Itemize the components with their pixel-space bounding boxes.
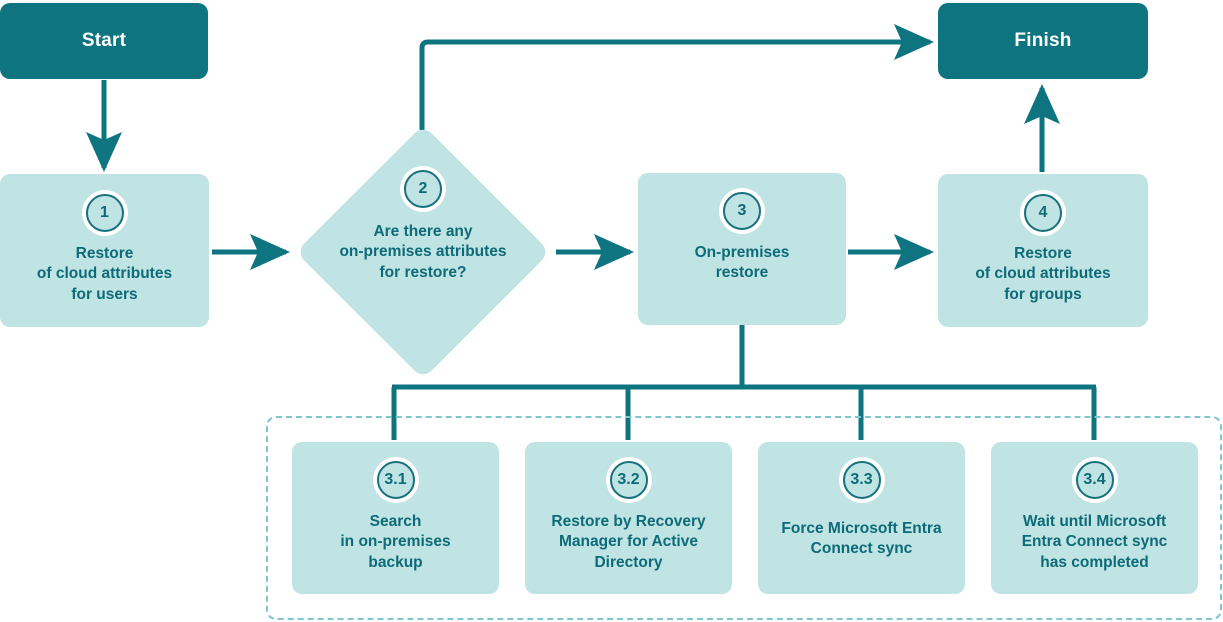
node-substep-3-3-label: Force Microsoft Entra Connect sync [781, 520, 942, 558]
substep-badge-3-1-number: 3.1 [376, 461, 415, 499]
step-badge-4-number: 4 [1024, 194, 1062, 232]
step-badge-3: 3 [719, 188, 765, 234]
substep-badge-3-4: 3.4 [1071, 457, 1118, 503]
decision-content: 2 Are there any on-premises attributes f… [278, 166, 568, 346]
node-decision-2[interactable]: 2 Are there any on-premises attributes f… [295, 124, 551, 380]
step-badge-2-number: 2 [404, 170, 442, 208]
node-substep-3-1[interactable]: 3.1 Search in on-premises backup [292, 442, 499, 594]
node-substep-3-4-label: Wait until Microsoft Entra Connect sync … [1021, 513, 1168, 571]
node-step-3[interactable]: 3 On-premises restore [638, 173, 846, 325]
step-badge-3-number: 3 [723, 192, 761, 230]
substep-badge-3-2-number: 3.2 [609, 461, 648, 499]
node-substep-3-2-label: Restore by Recovery Manager for Active D… [551, 513, 706, 571]
node-step-4[interactable]: 4 Restore of cloud attributes for groups [938, 174, 1148, 327]
node-step-1-label: Restore of cloud attributes for users [36, 245, 173, 303]
step-badge-1-number: 1 [85, 194, 124, 232]
node-step-1[interactable]: 1 Restore of cloud attributes for users [0, 174, 209, 327]
edge-decision-to-finish [419, 24, 935, 130]
node-step-4-label: Restore of cloud attributes for groups [975, 245, 1111, 303]
node-substep-3-1-label: Search in on-premises backup [340, 513, 451, 571]
substep-badge-3-3: 3.3 [838, 457, 885, 503]
node-step-3-label: On-premises restore [694, 244, 790, 282]
substep-badge-3-1: 3.1 [372, 457, 419, 503]
substep-badge-3-2: 3.2 [605, 457, 652, 503]
substep-badge-3-4-number: 3.4 [1075, 461, 1114, 499]
step-badge-2: 2 [400, 166, 446, 212]
node-substep-3-4[interactable]: 3.4 Wait until Microsoft Entra Connect s… [991, 442, 1198, 594]
node-substep-3-3[interactable]: 3.3 Force Microsoft Entra Connect sync [758, 442, 965, 594]
node-substep-3-2[interactable]: 3.2 Restore by Recovery Manager for Acti… [525, 442, 732, 594]
substep-badge-3-3-number: 3.3 [842, 461, 881, 499]
node-finish-label: Finish [1014, 30, 1072, 51]
node-decision-2-label: Are there any on-premises attributes for… [339, 223, 507, 281]
node-finish[interactable]: Finish [938, 3, 1148, 79]
substeps-group-boundary [266, 416, 1222, 620]
node-start-label: Start [81, 30, 127, 51]
step-badge-1: 1 [81, 190, 128, 236]
step-badge-4: 4 [1020, 190, 1066, 236]
node-start[interactable]: Start [0, 3, 208, 79]
